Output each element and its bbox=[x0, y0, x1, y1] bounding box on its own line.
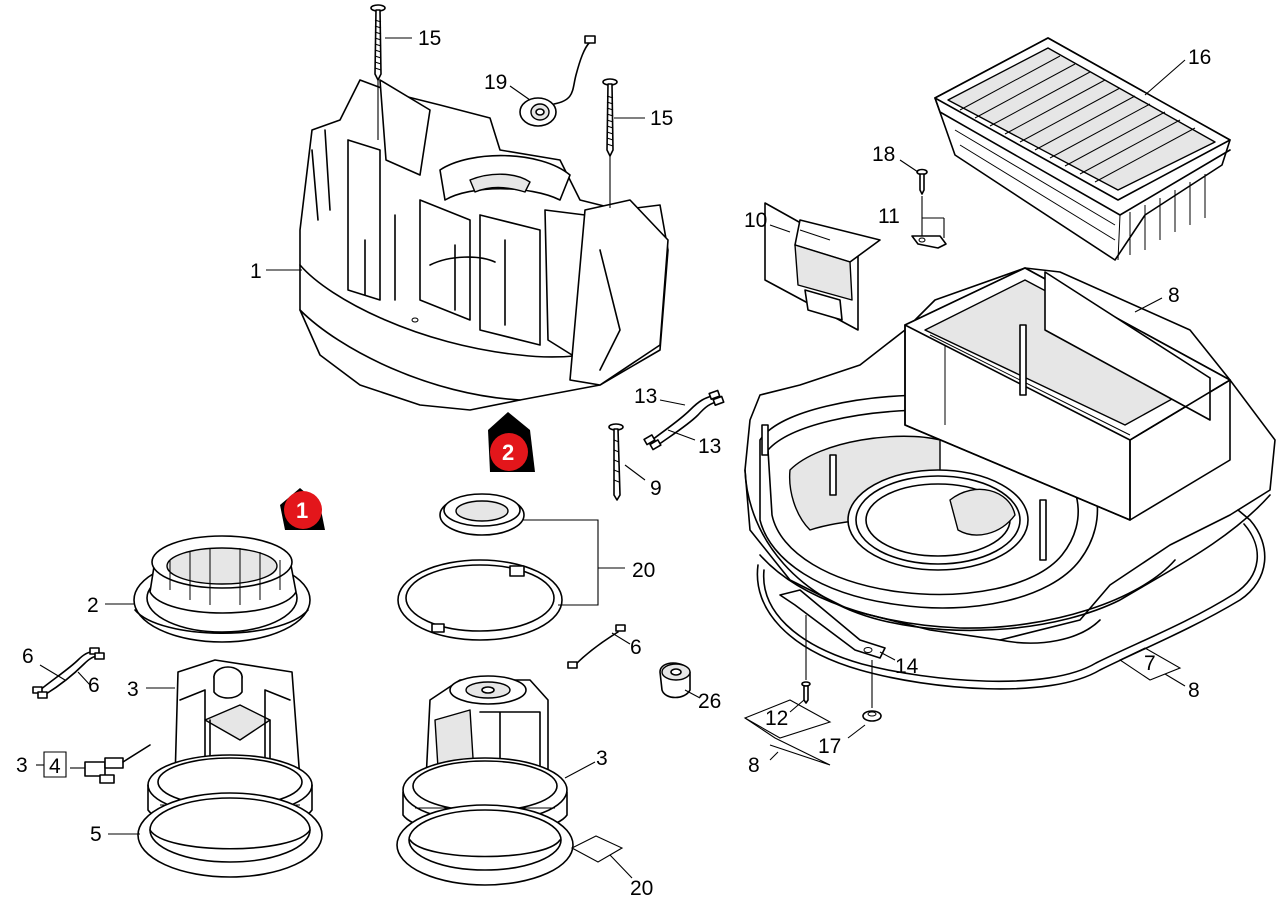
callout-20: 20 bbox=[632, 559, 655, 582]
callout-3: 3 bbox=[596, 747, 608, 770]
callout-12: 12 bbox=[765, 707, 788, 730]
callout-18: 18 bbox=[872, 143, 895, 166]
callout-6: 6 bbox=[630, 636, 642, 659]
callout-19: 19 bbox=[484, 71, 507, 94]
part-15-screw-right[interactable] bbox=[602, 78, 618, 208]
part-20-seal-small[interactable] bbox=[439, 493, 525, 536]
callout-11: 11 bbox=[878, 205, 900, 228]
callout-20: 20 bbox=[630, 877, 653, 900]
badge-1: 1 bbox=[280, 488, 325, 530]
part-18-screw[interactable] bbox=[916, 168, 928, 195]
callout-1: 1 bbox=[250, 260, 262, 283]
part-12-screw[interactable] bbox=[801, 615, 811, 704]
callout-15: 15 bbox=[650, 107, 673, 130]
part-3-motor-middle[interactable] bbox=[402, 675, 568, 835]
callout-7: 7 bbox=[1144, 652, 1156, 675]
part-16-flat-filter[interactable] bbox=[934, 37, 1231, 261]
part-8-upper-housing[interactable] bbox=[744, 267, 1276, 644]
callout-9: 9 bbox=[650, 477, 662, 500]
part-17-cap[interactable] bbox=[862, 660, 882, 722]
callout-3: 3 bbox=[16, 754, 28, 777]
part-20-ring-large[interactable] bbox=[397, 559, 563, 641]
badge-1-label: 1 bbox=[296, 498, 308, 523]
part-15-screw-left[interactable] bbox=[370, 4, 386, 140]
part-11-clip[interactable] bbox=[911, 196, 947, 249]
callout-3: 3 bbox=[127, 678, 139, 701]
callout-16: 16 bbox=[1188, 46, 1211, 69]
callout-labels: 15 15 19 16 18 11 10 1 8 13 13 9 20 2 6 … bbox=[16, 27, 1211, 900]
callout-8: 8 bbox=[748, 754, 760, 777]
part-4-switch-connector[interactable] bbox=[84, 744, 151, 784]
part-2-motor-ring[interactable] bbox=[133, 535, 311, 643]
badge-2-label: 2 bbox=[502, 440, 514, 465]
callout-6: 6 bbox=[88, 674, 100, 697]
leader-lines bbox=[36, 37, 1186, 879]
callout-5: 5 bbox=[90, 823, 102, 846]
callout-15: 15 bbox=[418, 27, 441, 50]
callout-4: 4 bbox=[49, 755, 61, 778]
callout-13: 13 bbox=[634, 385, 657, 408]
callout-26: 26 bbox=[698, 690, 721, 713]
callout-17: 17 bbox=[818, 735, 841, 758]
callout-14: 14 bbox=[895, 655, 919, 678]
part-6-cables-left[interactable] bbox=[32, 647, 105, 699]
part-10-electronics-board[interactable] bbox=[764, 202, 881, 331]
part-20-seal-bottom[interactable] bbox=[396, 804, 574, 886]
callout-8: 8 bbox=[1188, 679, 1200, 702]
part-7-seal[interactable] bbox=[756, 509, 1266, 690]
part-13-cables[interactable] bbox=[643, 389, 725, 451]
part-9-long-screw[interactable] bbox=[608, 423, 624, 501]
part-6-cable-middle[interactable] bbox=[567, 624, 626, 669]
callout-6: 6 bbox=[22, 645, 34, 668]
callout-8: 8 bbox=[1168, 284, 1180, 307]
part-5-seal-ring[interactable] bbox=[137, 792, 323, 878]
callout-13: 13 bbox=[698, 435, 721, 458]
part-26-damper[interactable] bbox=[659, 662, 691, 699]
callout-2: 2 bbox=[87, 594, 99, 617]
part-19-sensor[interactable] bbox=[519, 35, 596, 127]
part-1-motor-cover[interactable] bbox=[299, 79, 669, 411]
callout-10: 10 bbox=[744, 209, 767, 232]
badge-2: 2 bbox=[488, 412, 535, 472]
